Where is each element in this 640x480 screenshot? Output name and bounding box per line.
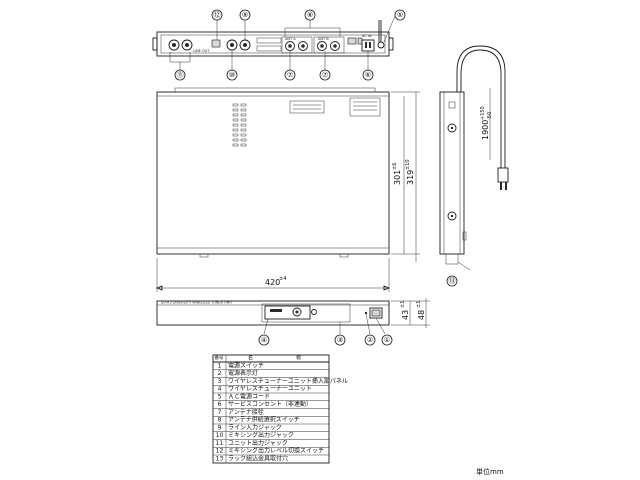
callout-7b: ⑦ [319, 69, 331, 81]
callout-2-text: ② [367, 336, 373, 344]
table-header-name-1: 名 [248, 355, 253, 362]
callout-9-text: ⑨ [242, 11, 248, 19]
dim-height-total-tol: ±1 [416, 301, 422, 308]
table-row-name: アンテナ接栓 [228, 408, 264, 416]
table-row-name: ＡＣ電源コード [228, 392, 270, 400]
table-row-number: 11 [216, 440, 224, 447]
table-row-name: サービスコンセント（非連動） [228, 400, 312, 408]
rear-panel-view: LINE OUT ANT A ANT B AC IN [152, 15, 396, 70]
rear-ant-a-text: ANT A [285, 37, 296, 41]
callout-1-text: ① [384, 336, 390, 344]
table-header-name-2: 称 [296, 355, 301, 362]
dim-cord: 1900 +150 -50 [480, 88, 493, 160]
dim-depth-inner: 301 [393, 170, 402, 185]
callout-8-text: ⑧ [307, 11, 313, 19]
table-row-name: ワイヤレスチューナーユニット挿入部パネル [228, 377, 348, 385]
table-row-name: ユニット出力ジャック [228, 439, 288, 447]
dim-height-body: 43 [401, 310, 410, 320]
table-row-number: 6 [218, 401, 222, 408]
table-row-number: 9 [218, 424, 222, 431]
rear-ant-b-text: ANT B [318, 37, 329, 41]
parts-table: 番号 名 称 1 電源スイッチ 2 電源表示灯 3 ワイヤレスチューナーユニット挿入部パネ… [212, 354, 348, 464]
callout-10-text: ⑩ [229, 71, 235, 79]
dim-width-tol: ±4 [279, 276, 286, 282]
dim-cord-tol-plus: +150 [480, 106, 486, 120]
callout-4-text: ④ [261, 336, 267, 344]
table-row-name: 電源表示灯 [228, 369, 258, 377]
front-view: SU-R3 DIVERSITY WIRELESS TUNER UNIT [156, 301, 390, 335]
callout-13: ⑬ [446, 275, 458, 287]
dim-height-body-tol: ±1 [400, 301, 406, 308]
table-row-number: 8 [218, 417, 222, 424]
callout-2: ② [364, 334, 376, 346]
callout-5-text: ⑤ [397, 11, 403, 19]
rear-line-out-text: LINE OUT [193, 49, 210, 53]
front-model-text: SU-R3 DIVERSITY WIRELESS TUNER UNIT [161, 301, 233, 305]
side-view [439, 45, 509, 271]
table-row-number: 3 [218, 378, 222, 385]
table-row-name: ワイヤレスチューナーユニット [228, 386, 312, 393]
table-header-no: 番号 [215, 354, 224, 361]
dim-depth-inner-tol: ±6 [392, 163, 398, 170]
table-row-name: ラック組込金具取付穴 [228, 454, 288, 462]
vent-slots [232, 103, 247, 147]
callout-8: ⑧ [304, 9, 316, 21]
dim-width-value: 420 [265, 278, 280, 287]
dim-depth-outer: 319 [406, 170, 415, 185]
callout-11: ⑪ [174, 69, 186, 81]
callout-9: ⑨ [239, 9, 251, 21]
dim-width: 420 ±4 [155, 258, 391, 292]
callout-12: ⑫ [211, 9, 223, 21]
table-row-number: 13 [216, 455, 224, 462]
callout-13-text: ⑬ [449, 277, 456, 285]
table-rows: 1 電源スイッチ 2 電源表示灯 3 ワイヤレスチューナーユニット挿入部パネル 4 ワイヤレス… [213, 361, 348, 462]
dim-depth-outer-tol: ±10 [405, 159, 411, 170]
top-view [156, 87, 390, 258]
callout-11-text: ⑪ [177, 71, 184, 79]
callout-12-text: ⑫ [214, 11, 221, 19]
table-row-number: 12 [216, 448, 224, 455]
unit-note: 単位mm [476, 468, 504, 476]
callout-3-text: ③ [337, 336, 343, 344]
table-row-name: ミキシング出力レベル切換スイッチ [228, 447, 324, 455]
dim-height-total: 48 [417, 310, 426, 320]
table-row-number: 7 [218, 409, 222, 416]
table-row-name: 電源スイッチ [228, 361, 264, 369]
callout-5: ⑤ [394, 9, 406, 21]
callout-7a: ⑦ [284, 69, 296, 81]
table-row-number: 2 [218, 370, 222, 377]
dim-cord-tol-minus: -50 [487, 112, 493, 120]
table-row-number: 5 [218, 393, 222, 400]
callout-4: ④ [258, 334, 270, 346]
callout-1: ① [381, 334, 393, 346]
table-row-name: ライン入力ジャック [228, 423, 282, 431]
table-row-name: ミキシング出力ジャック [228, 431, 294, 439]
table-row-name: アンテナ供給選択スイッチ [228, 416, 300, 424]
table-row-number: 1 [218, 362, 222, 369]
rear-ac-in-text: AC IN [362, 34, 372, 38]
callout-6: ⑥ [362, 69, 374, 81]
callout-7b-text: ⑦ [322, 71, 328, 79]
table-row-number: 10 [216, 432, 224, 439]
callout-3: ③ [334, 334, 346, 346]
callout-7a-text: ⑦ [287, 71, 293, 79]
callout-6-text: ⑥ [365, 71, 371, 79]
dim-depth: 301 ±6 319 ±10 [391, 91, 420, 262]
dim-cord-value: 1900 [481, 120, 490, 140]
table-row-number: 4 [218, 386, 222, 393]
dim-height: 43 ±1 48 ±1 [391, 298, 430, 328]
callout-10: ⑩ [226, 69, 238, 81]
